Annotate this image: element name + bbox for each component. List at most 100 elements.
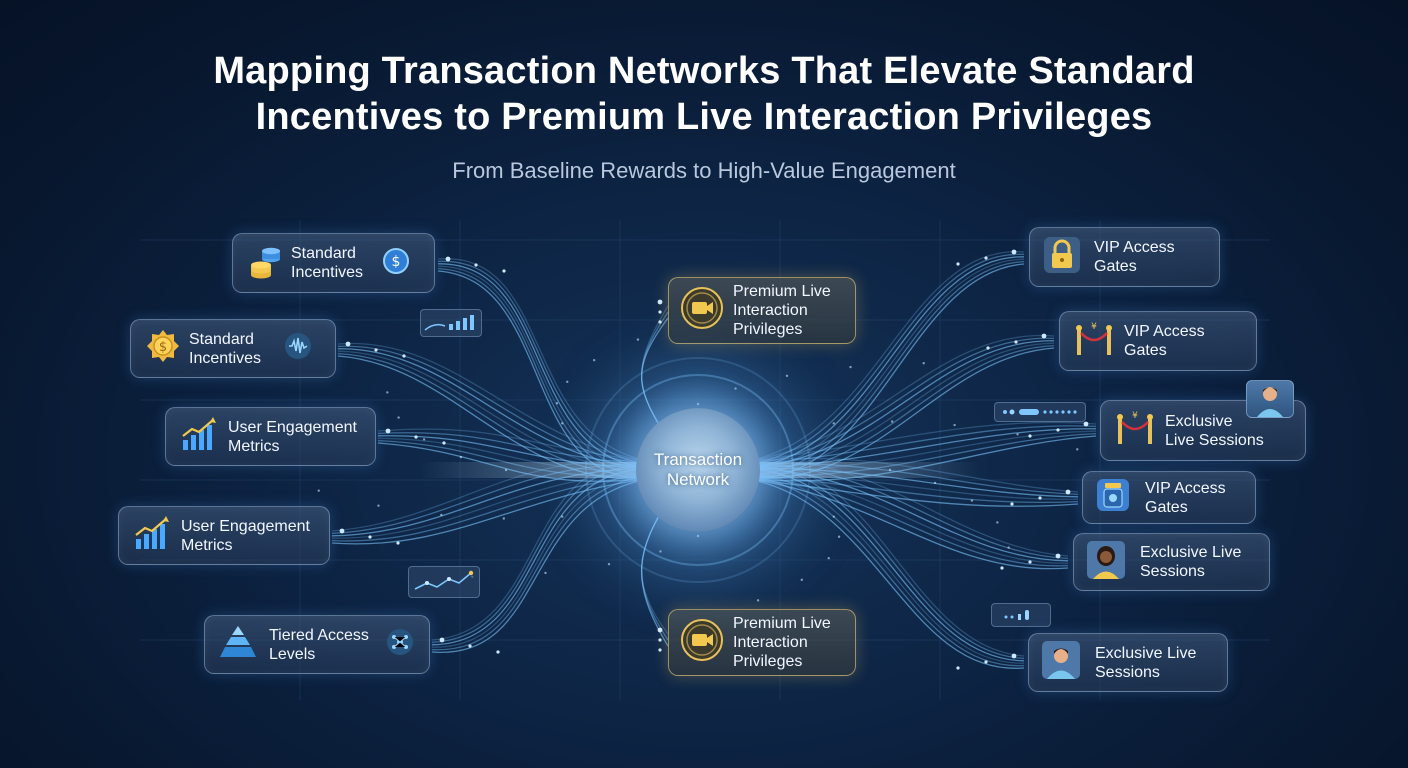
connection-line bbox=[331, 476, 659, 545]
sparkle-dot bbox=[607, 562, 611, 566]
svg-text:$: $ bbox=[159, 340, 167, 355]
connection-line bbox=[737, 463, 1079, 496]
connection-dot bbox=[502, 269, 506, 273]
node-label-line: Metrics bbox=[228, 437, 280, 455]
connection-dot bbox=[414, 435, 418, 439]
connection-line bbox=[331, 473, 659, 542]
connection-line bbox=[431, 467, 659, 646]
velvet-rope-icon: ¥ bbox=[1072, 319, 1116, 364]
node-label-line: Premium Live bbox=[733, 283, 831, 300]
connection-dot bbox=[658, 648, 662, 652]
connection-dot bbox=[1038, 496, 1042, 500]
connection-dot bbox=[1041, 333, 1047, 339]
sparkle-dot bbox=[561, 422, 564, 425]
connection-dot bbox=[468, 644, 472, 648]
growth-chart-icon bbox=[180, 416, 218, 457]
connection-line bbox=[737, 467, 1025, 662]
title-line-1: Mapping Transaction Networks That Elevat… bbox=[213, 50, 1195, 92]
connection-dot bbox=[1011, 653, 1017, 659]
connection-dot bbox=[658, 638, 662, 642]
connection-line bbox=[377, 428, 659, 464]
padlock-icon bbox=[1042, 235, 1082, 280]
connection-dot bbox=[657, 299, 663, 305]
sparkle-dot bbox=[888, 468, 892, 472]
connection-line bbox=[377, 432, 659, 467]
svg-text:¥: ¥ bbox=[1132, 411, 1138, 421]
node-label-line: User Engagement bbox=[181, 517, 310, 535]
node-user-engagement-metrics-1[interactable]: User Engagement Metrics bbox=[165, 407, 376, 466]
node-vip-access-gates-3[interactable]: VIP Access Gates bbox=[1082, 471, 1256, 524]
node-label-line: Standard bbox=[189, 330, 254, 348]
sparkle-dot bbox=[970, 499, 974, 502]
connection-line bbox=[437, 258, 659, 464]
node-standard-incentives-1[interactable]: Standard Incentives $ bbox=[232, 233, 435, 293]
signal-bars-chip bbox=[420, 309, 482, 337]
connection-line bbox=[737, 476, 1079, 507]
node-label-line: VIP Access bbox=[1145, 479, 1226, 497]
connection-line bbox=[431, 464, 659, 644]
node-label-line: Levels bbox=[269, 645, 316, 663]
connection-dot bbox=[986, 346, 990, 350]
connection-line bbox=[737, 260, 1025, 476]
connection-line bbox=[431, 476, 659, 653]
node-label-line: VIP Access bbox=[1094, 239, 1175, 256]
person-avatar-icon bbox=[1086, 540, 1126, 585]
connection-line bbox=[737, 460, 1025, 657]
sparkle-dot bbox=[592, 358, 596, 362]
connection-line bbox=[737, 430, 1097, 473]
connection-line bbox=[737, 340, 1055, 470]
node-exclusive-live-sessions-2[interactable]: Exclusive Live Sessions bbox=[1073, 533, 1270, 591]
connection-line bbox=[337, 350, 659, 473]
dotted-signal-chip bbox=[994, 402, 1086, 422]
waveform-icon bbox=[283, 331, 313, 366]
connection-dot bbox=[658, 310, 662, 314]
sparkle-dot bbox=[756, 599, 760, 602]
node-standard-incentives-2[interactable]: $ Standard Incentives bbox=[130, 319, 336, 378]
person-avatar-icon bbox=[1246, 380, 1294, 418]
node-exclusive-live-sessions-1[interactable]: ¥ Exclusive Live Sessions bbox=[1100, 400, 1306, 461]
node-premium-live-interaction-bottom[interactable]: Premium Live Interaction Privileges bbox=[668, 609, 856, 676]
sparkle-dot bbox=[636, 338, 640, 341]
connection-line bbox=[337, 345, 659, 467]
node-tiered-access-levels[interactable]: Tiered Access Levels bbox=[204, 615, 430, 674]
coin-stack-icon bbox=[247, 245, 283, 281]
connection-line bbox=[737, 344, 1055, 476]
sparkle-dot bbox=[696, 534, 700, 538]
connection-dot bbox=[402, 354, 406, 358]
diagram-title: Mapping Transaction Networks That Elevat… bbox=[0, 48, 1408, 140]
video-camera-icon bbox=[679, 285, 725, 336]
connection-line bbox=[737, 432, 1097, 477]
connection-dot bbox=[368, 535, 372, 539]
sparkle-dot bbox=[849, 365, 852, 369]
node-exclusive-live-sessions-3[interactable]: Exclusive Live Sessions bbox=[1028, 633, 1228, 692]
connection-line bbox=[737, 476, 1069, 570]
node-label-line: Sessions bbox=[1140, 563, 1205, 580]
connection-dot bbox=[1028, 434, 1032, 438]
connection-dot bbox=[984, 660, 988, 664]
sparkle-dot bbox=[317, 489, 320, 492]
velvet-rope-icon: ¥ bbox=[1113, 408, 1157, 453]
connection-line bbox=[737, 337, 1055, 467]
connection-line bbox=[431, 473, 659, 651]
node-label-line: Live Sessions bbox=[1165, 431, 1264, 449]
node-label-line: Gates bbox=[1145, 498, 1188, 516]
sparkle-dot bbox=[837, 535, 841, 538]
node-vip-access-gates-2[interactable]: ¥ VIP Access Gates bbox=[1059, 311, 1257, 371]
node-vip-access-gates-1[interactable]: VIP Access Gates bbox=[1029, 227, 1220, 287]
transaction-network-hub[interactable]: Transaction Network bbox=[636, 408, 760, 532]
sparkle-dot bbox=[933, 481, 937, 485]
connection-line bbox=[737, 334, 1055, 464]
connection-line bbox=[737, 473, 1079, 504]
node-premium-live-interaction-top[interactable]: Premium Live Interaction Privileges bbox=[668, 277, 856, 344]
sparkle-dot bbox=[696, 402, 700, 406]
connection-line bbox=[737, 470, 1025, 664]
connection-line bbox=[737, 347, 1055, 480]
node-label-line: Exclusive Live bbox=[1095, 644, 1197, 662]
connection-line bbox=[737, 464, 1025, 660]
node-user-engagement-metrics-2[interactable]: User Engagement Metrics bbox=[118, 506, 330, 565]
connection-line bbox=[737, 467, 1069, 562]
sparkle-dot bbox=[800, 578, 804, 582]
connection-line bbox=[437, 260, 659, 467]
sparkle-dot bbox=[386, 391, 389, 394]
node-label-line: Metrics bbox=[181, 536, 233, 554]
